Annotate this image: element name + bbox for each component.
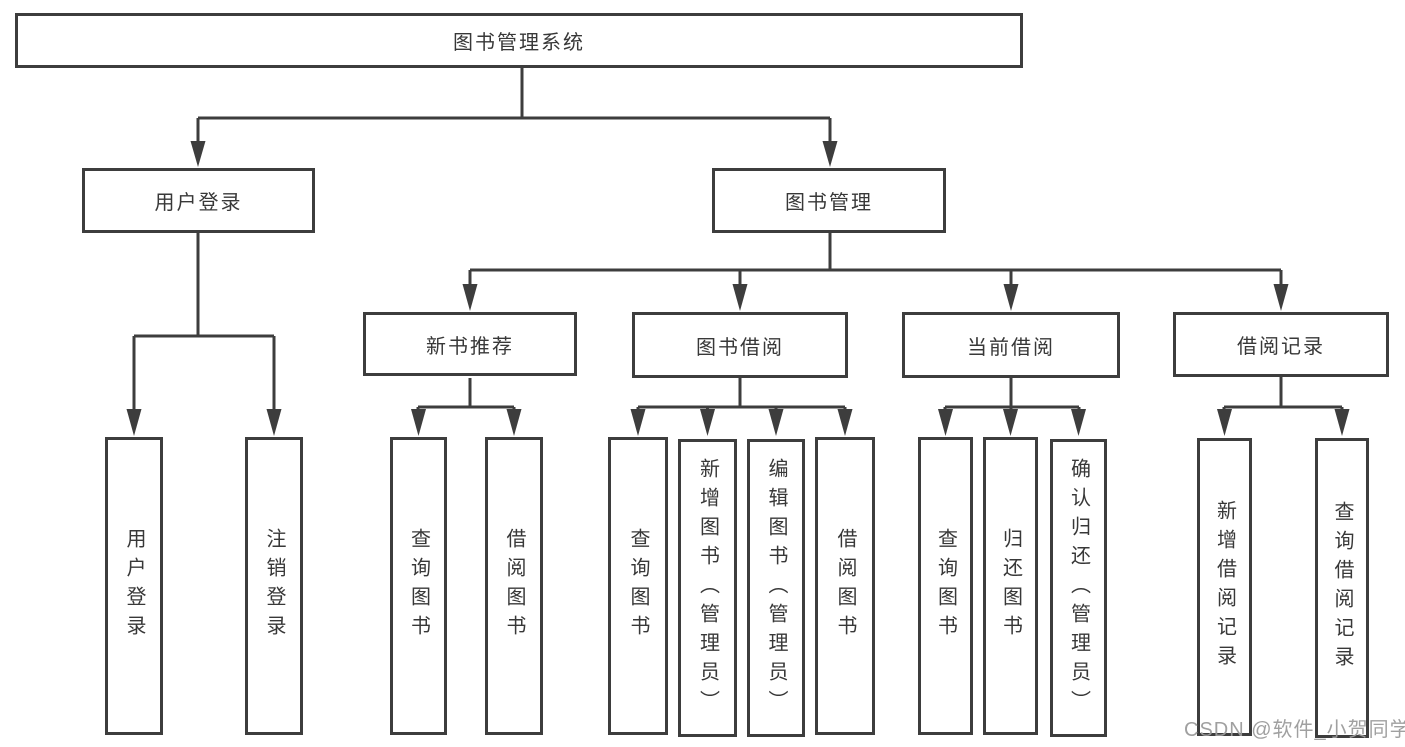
leaf-newbook-borrow-label: 借阅图书	[503, 528, 525, 644]
connector-new-book	[416, 378, 516, 412]
leaf-logout-label: 注销登录	[263, 528, 285, 644]
leaf-record-add: 新增借阅记录	[1197, 438, 1252, 736]
leaf-borrow-query-label: 查询图书	[627, 528, 649, 644]
leaf-record-query-label: 查询借阅记录	[1331, 501, 1353, 675]
leaf-current-query: 查询图书	[918, 437, 973, 735]
connector-user-login	[132, 233, 276, 410]
leaf-logout: 注销登录	[245, 437, 303, 735]
leaf-newbook-query-label: 查询图书	[407, 528, 430, 644]
arrowheads-user-login	[126, 409, 282, 436]
node-current-borrow: 当前借阅	[902, 312, 1120, 378]
connector-current-borrow	[943, 378, 1081, 412]
node-new-book-label: 新书推荐	[426, 335, 514, 358]
node-book-mgmt-label: 图书管理	[785, 192, 873, 214]
connector-book-mgmt	[468, 233, 1283, 287]
leaf-current-query-label: 查询图书	[934, 528, 957, 644]
watermark: CSDN @软件_小贺同学	[1184, 719, 1405, 741]
arrowheads-book-mgmt	[462, 284, 1289, 311]
node-new-book: 新书推荐	[363, 312, 577, 376]
node-borrow-record-label: 借阅记录	[1237, 336, 1325, 358]
leaf-user-login-label: 用户登录	[123, 528, 145, 644]
leaf-current-return: 归还图书	[983, 437, 1038, 735]
node-book-borrow-label: 图书借阅	[696, 336, 784, 359]
connector-borrow-record	[1222, 377, 1344, 412]
leaf-record-query: 查询借阅记录	[1315, 438, 1369, 738]
leaf-borrow-edit-label: 编辑图书（管理员）	[765, 457, 787, 719]
arrowheads-book-borrow	[630, 409, 853, 436]
leaf-newbook-query: 查询图书	[390, 437, 447, 735]
arrowheads-current-borrow	[938, 409, 1086, 436]
leaf-borrow-borrow: 借阅图书	[815, 437, 875, 735]
leaf-newbook-borrow: 借阅图书	[485, 437, 543, 735]
leaf-borrow-borrow-label: 借阅图书	[834, 528, 856, 644]
node-borrow-record: 借阅记录	[1173, 312, 1389, 377]
node-root-label: 图书管理系统	[453, 32, 585, 54]
leaf-current-confirm: 确认归还（管理员）	[1050, 439, 1107, 737]
arrowheads-root	[190, 141, 838, 167]
arrowheads-borrow-record	[1217, 409, 1350, 436]
node-user-login: 用户登录	[82, 168, 315, 233]
arrowheads-new-book	[411, 409, 522, 436]
leaf-current-confirm-label: 确认归还（管理员）	[1067, 457, 1090, 719]
node-user-login-label: 用户登录	[154, 192, 243, 214]
leaf-borrow-add-label: 新增图书（管理员）	[696, 457, 719, 719]
node-current-borrow-label: 当前借阅	[967, 336, 1055, 359]
leaf-borrow-query: 查询图书	[608, 437, 668, 735]
leaf-record-add-label: 新增借阅记录	[1213, 500, 1236, 674]
node-root: 图书管理系统	[15, 13, 1023, 68]
leaf-borrow-edit: 编辑图书（管理员）	[747, 439, 805, 737]
leaf-borrow-add: 新增图书（管理员）	[678, 439, 737, 737]
leaf-current-return-label: 归还图书	[999, 528, 1022, 644]
node-book-borrow: 图书借阅	[632, 312, 848, 378]
connector-book-borrow	[636, 378, 847, 412]
node-book-mgmt: 图书管理	[712, 168, 946, 233]
leaf-user-login: 用户登录	[105, 437, 163, 735]
connector-root	[196, 68, 832, 143]
